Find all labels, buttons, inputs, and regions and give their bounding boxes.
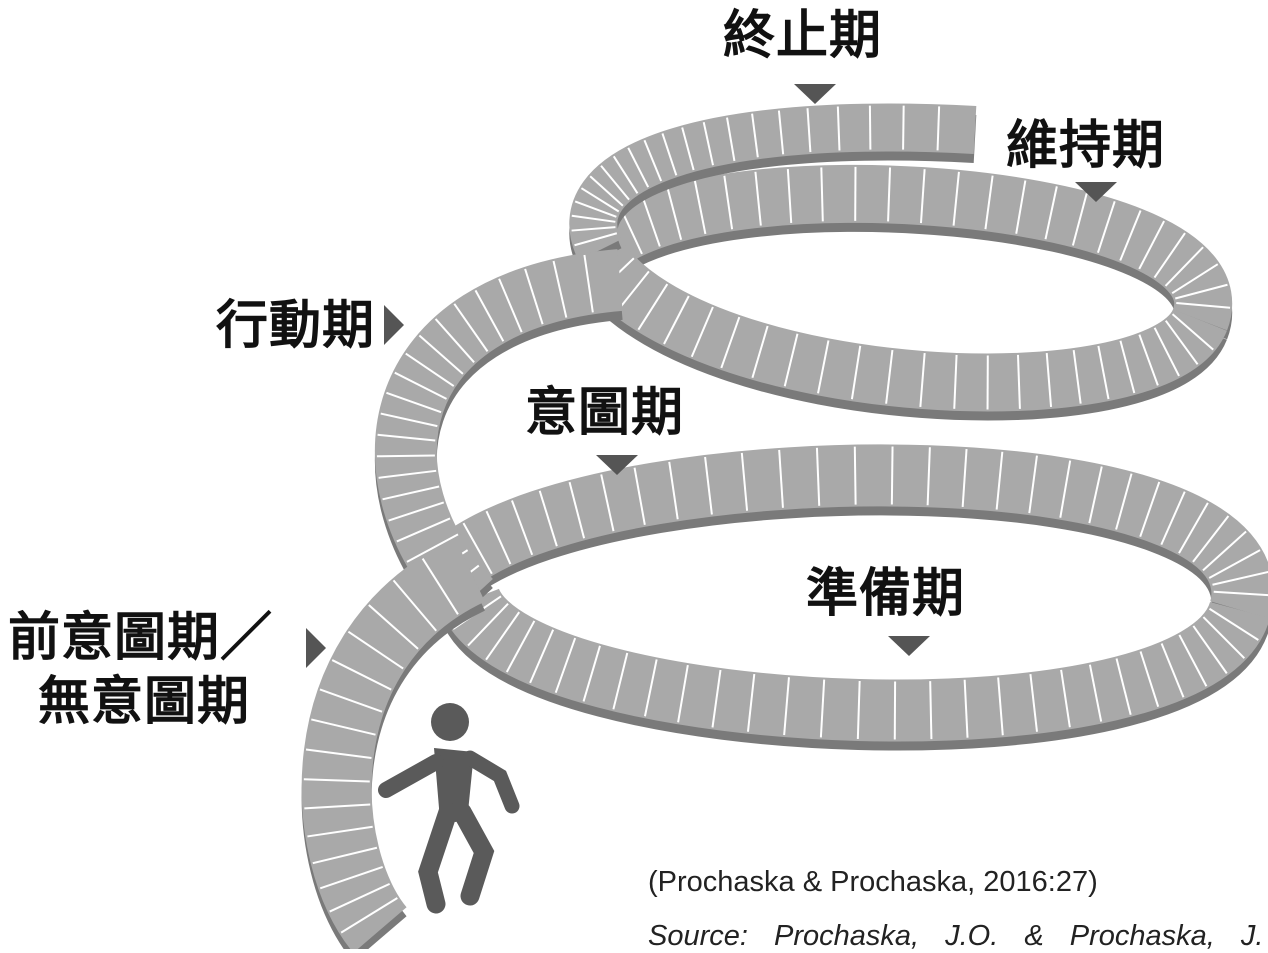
stage-label-action: 行動期 [216,300,375,352]
stage-label-precontemplation: 前意圖期／ [8,612,273,664]
climbing-person-icon [386,703,512,904]
contemplation-marker-icon [596,455,638,475]
preparation-marker-icon [888,636,930,656]
source-text: Source: Prochaska, J.O. & Prochaska, J. [648,920,1263,953]
precontemplation-marker-icon [306,628,326,668]
stage-label-maintenance: 維持期 [1006,120,1165,172]
maintenance-marker-icon [1075,182,1117,202]
action-marker-icon [384,305,404,345]
stage-label-contemplation: 意圖期 [525,387,684,439]
stair-segment [304,559,470,939]
stage-label-termination: 終止期 [723,10,882,62]
stair-segment [595,258,1213,409]
citation-text: (Prochaska & Prochaska, 2016:27) [648,866,1098,899]
stage-label-precontemplation-alt: 無意圖期 [38,676,250,728]
termination-marker-icon [794,84,836,104]
stage-label-preparation: 準備期 [806,568,965,620]
